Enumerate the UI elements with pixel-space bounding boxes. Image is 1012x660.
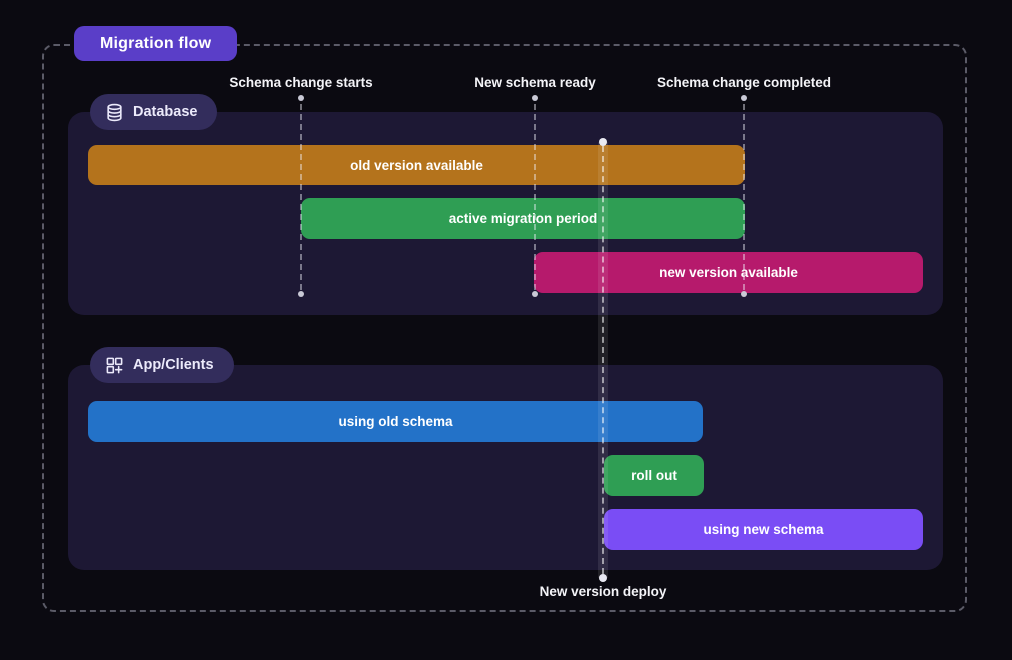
bar-using-new-schema: using new schema [604, 509, 923, 550]
milestone-dot-bottom [532, 291, 538, 297]
title-badge: Migration flow [74, 26, 238, 61]
apps-plus-icon [106, 357, 123, 373]
milestone-dot-top [532, 95, 538, 101]
database-icon [107, 103, 122, 121]
milestone-label: Schema change starts [229, 75, 373, 90]
deploy-dot-top [599, 138, 607, 146]
app-clients-badge-label: App/Clients [133, 357, 214, 373]
bar-active-migration-period: active migration period [301, 198, 745, 239]
database-badge-label: Database [133, 104, 198, 120]
deploy-label: New version deploy [539, 584, 667, 599]
bar-old-version-available: old version available [88, 145, 745, 185]
milestone-dot-top [741, 95, 747, 101]
bar-using-old-schema: using old schema [88, 401, 703, 442]
diagram-dashed-border [42, 44, 967, 612]
milestone-dashed-line [743, 104, 745, 290]
deploy-dot-bottom [599, 574, 607, 582]
milestone-dot-top [298, 95, 304, 101]
milestone-label: New schema ready [474, 75, 596, 90]
app-clients-badge: App/Clients [90, 347, 234, 383]
milestone-dot-bottom [298, 291, 304, 297]
deploy-dashed-line [602, 146, 604, 574]
milestone-label: Schema change completed [656, 75, 832, 90]
database-badge: Database [90, 94, 218, 130]
milestone-dot-bottom [741, 291, 747, 297]
bar-new-version-available: new version available [534, 252, 923, 293]
milestone-dashed-line [300, 104, 302, 290]
milestone-dashed-line [534, 104, 536, 290]
bar-roll-out: roll out [604, 455, 704, 496]
